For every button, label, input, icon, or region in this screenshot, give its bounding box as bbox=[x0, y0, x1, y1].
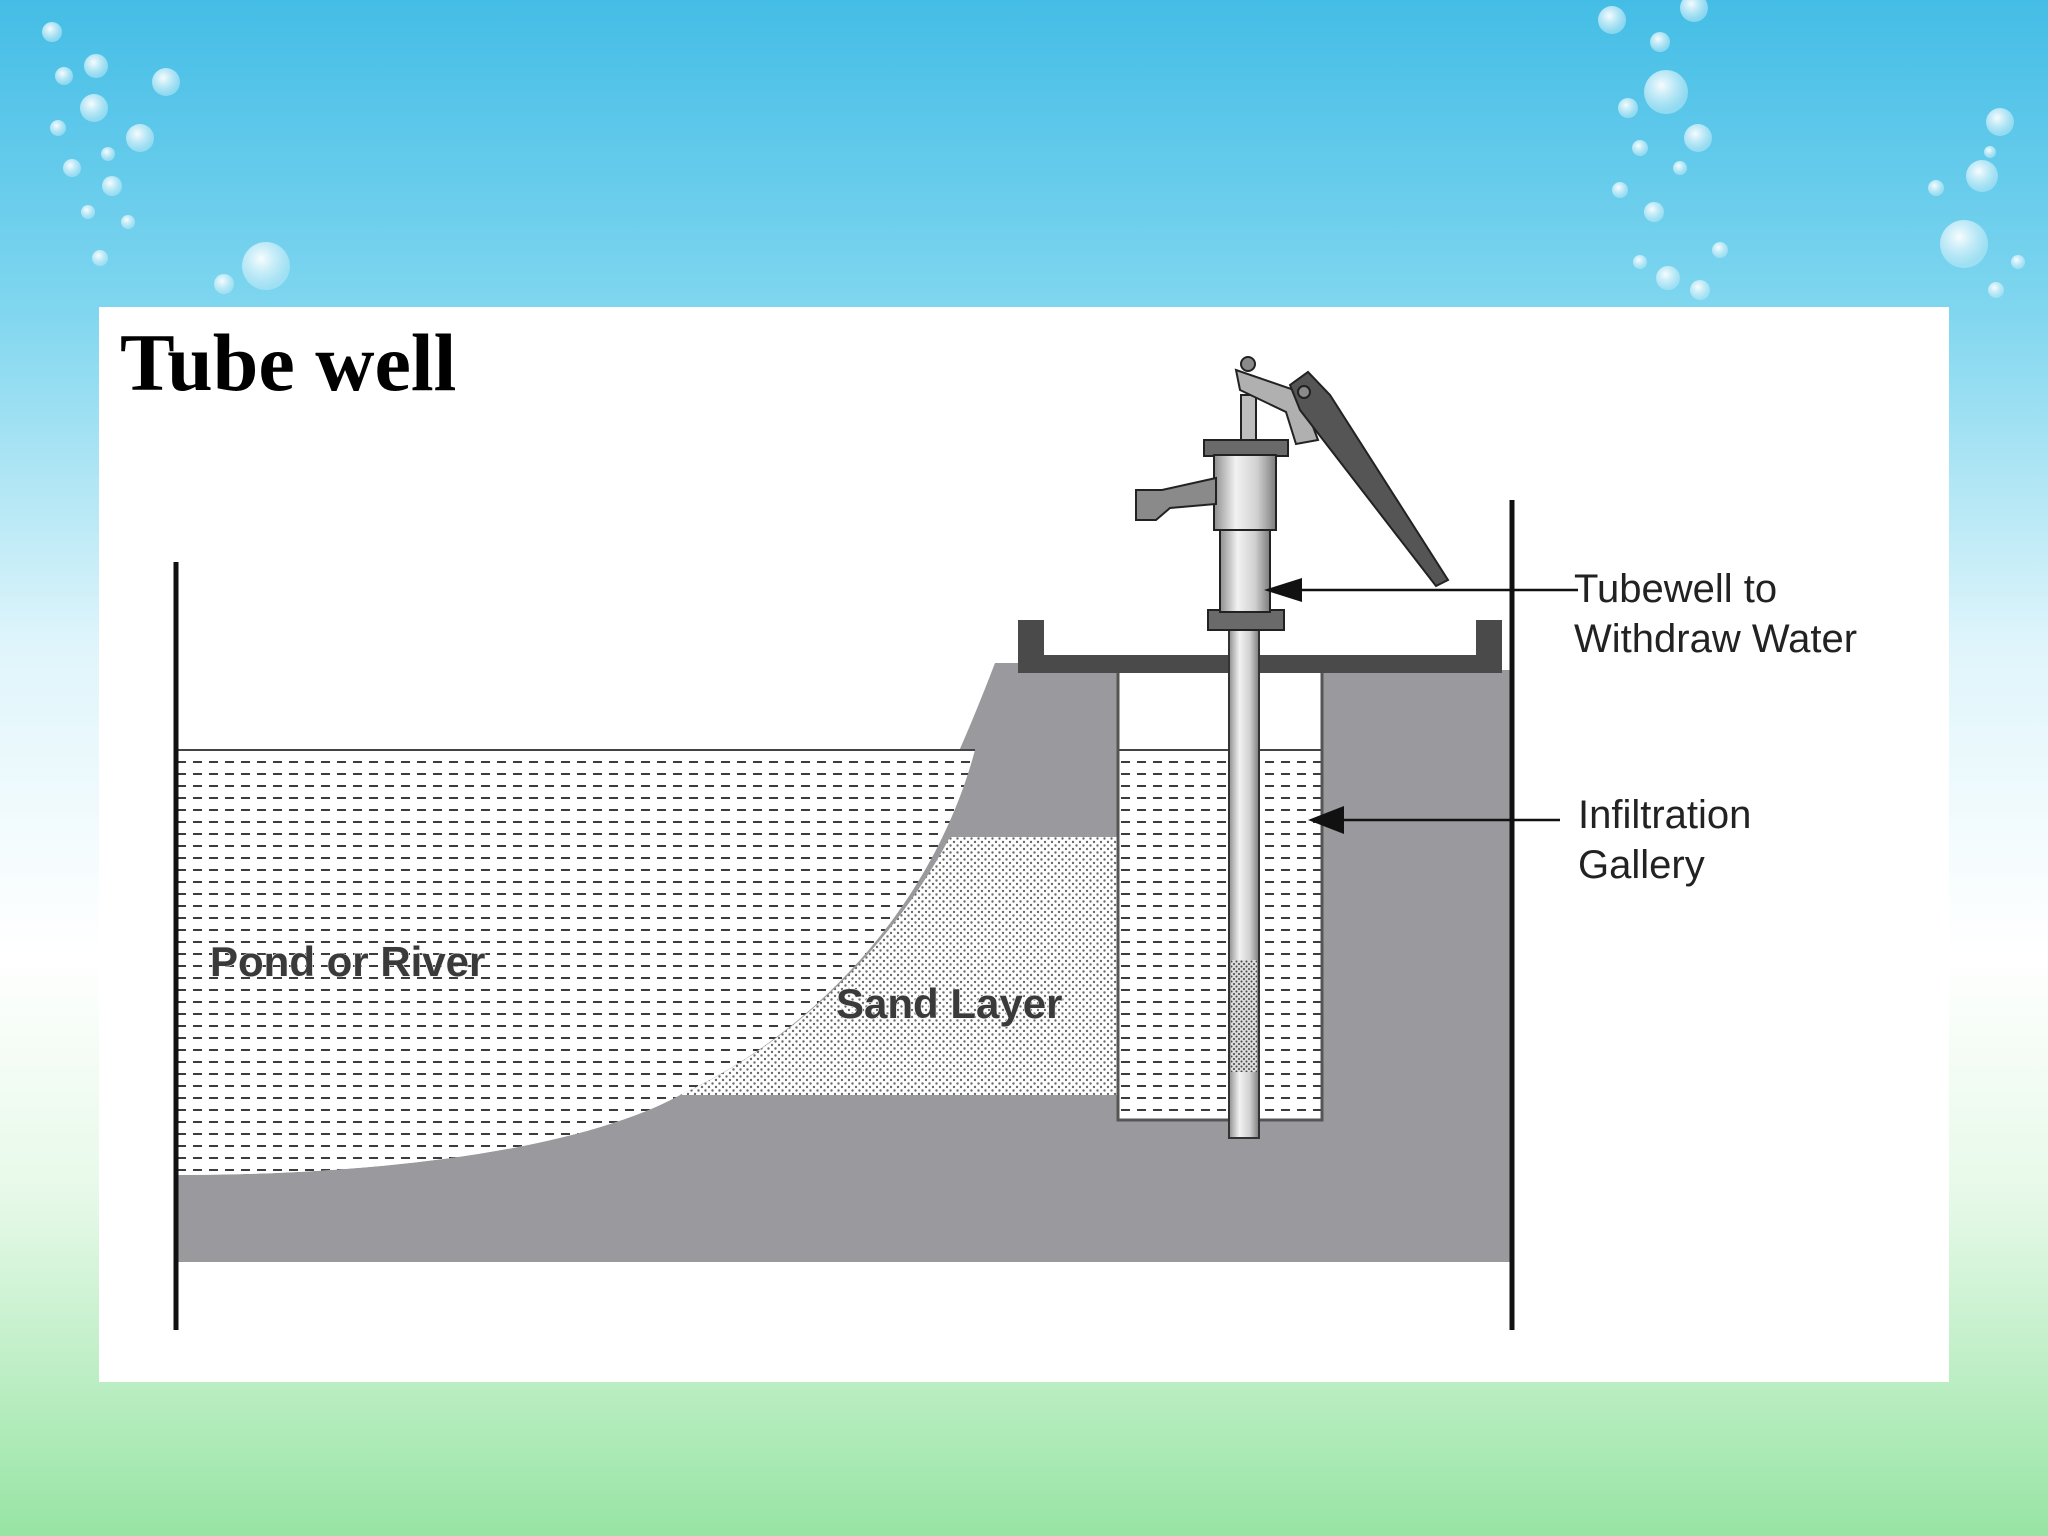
tubewell-callout-arrow bbox=[1264, 578, 1578, 602]
slide-title: Tube well bbox=[120, 317, 457, 408]
tubewell-callout-line-1: Tubewell to bbox=[1574, 567, 1777, 611]
gallery-callout-arrow bbox=[1308, 806, 1560, 834]
pond-water bbox=[178, 750, 975, 1175]
bubble-decoration bbox=[42, 0, 2025, 300]
hand-pump-icon bbox=[1135, 356, 1450, 631]
sand-layer bbox=[680, 837, 1118, 1095]
gallery-callout-line-1: Infiltration bbox=[1578, 793, 1751, 837]
pond-label: Pond or River bbox=[210, 938, 485, 985]
earth-ground bbox=[178, 670, 1510, 1262]
sand-layer-label: Sand Layer bbox=[836, 980, 1062, 1027]
tubewell-callout-line-2: Withdraw Water bbox=[1574, 617, 1857, 661]
tube-screen bbox=[1231, 960, 1257, 1072]
gallery-callout-line-2: Gallery bbox=[1578, 843, 1705, 887]
